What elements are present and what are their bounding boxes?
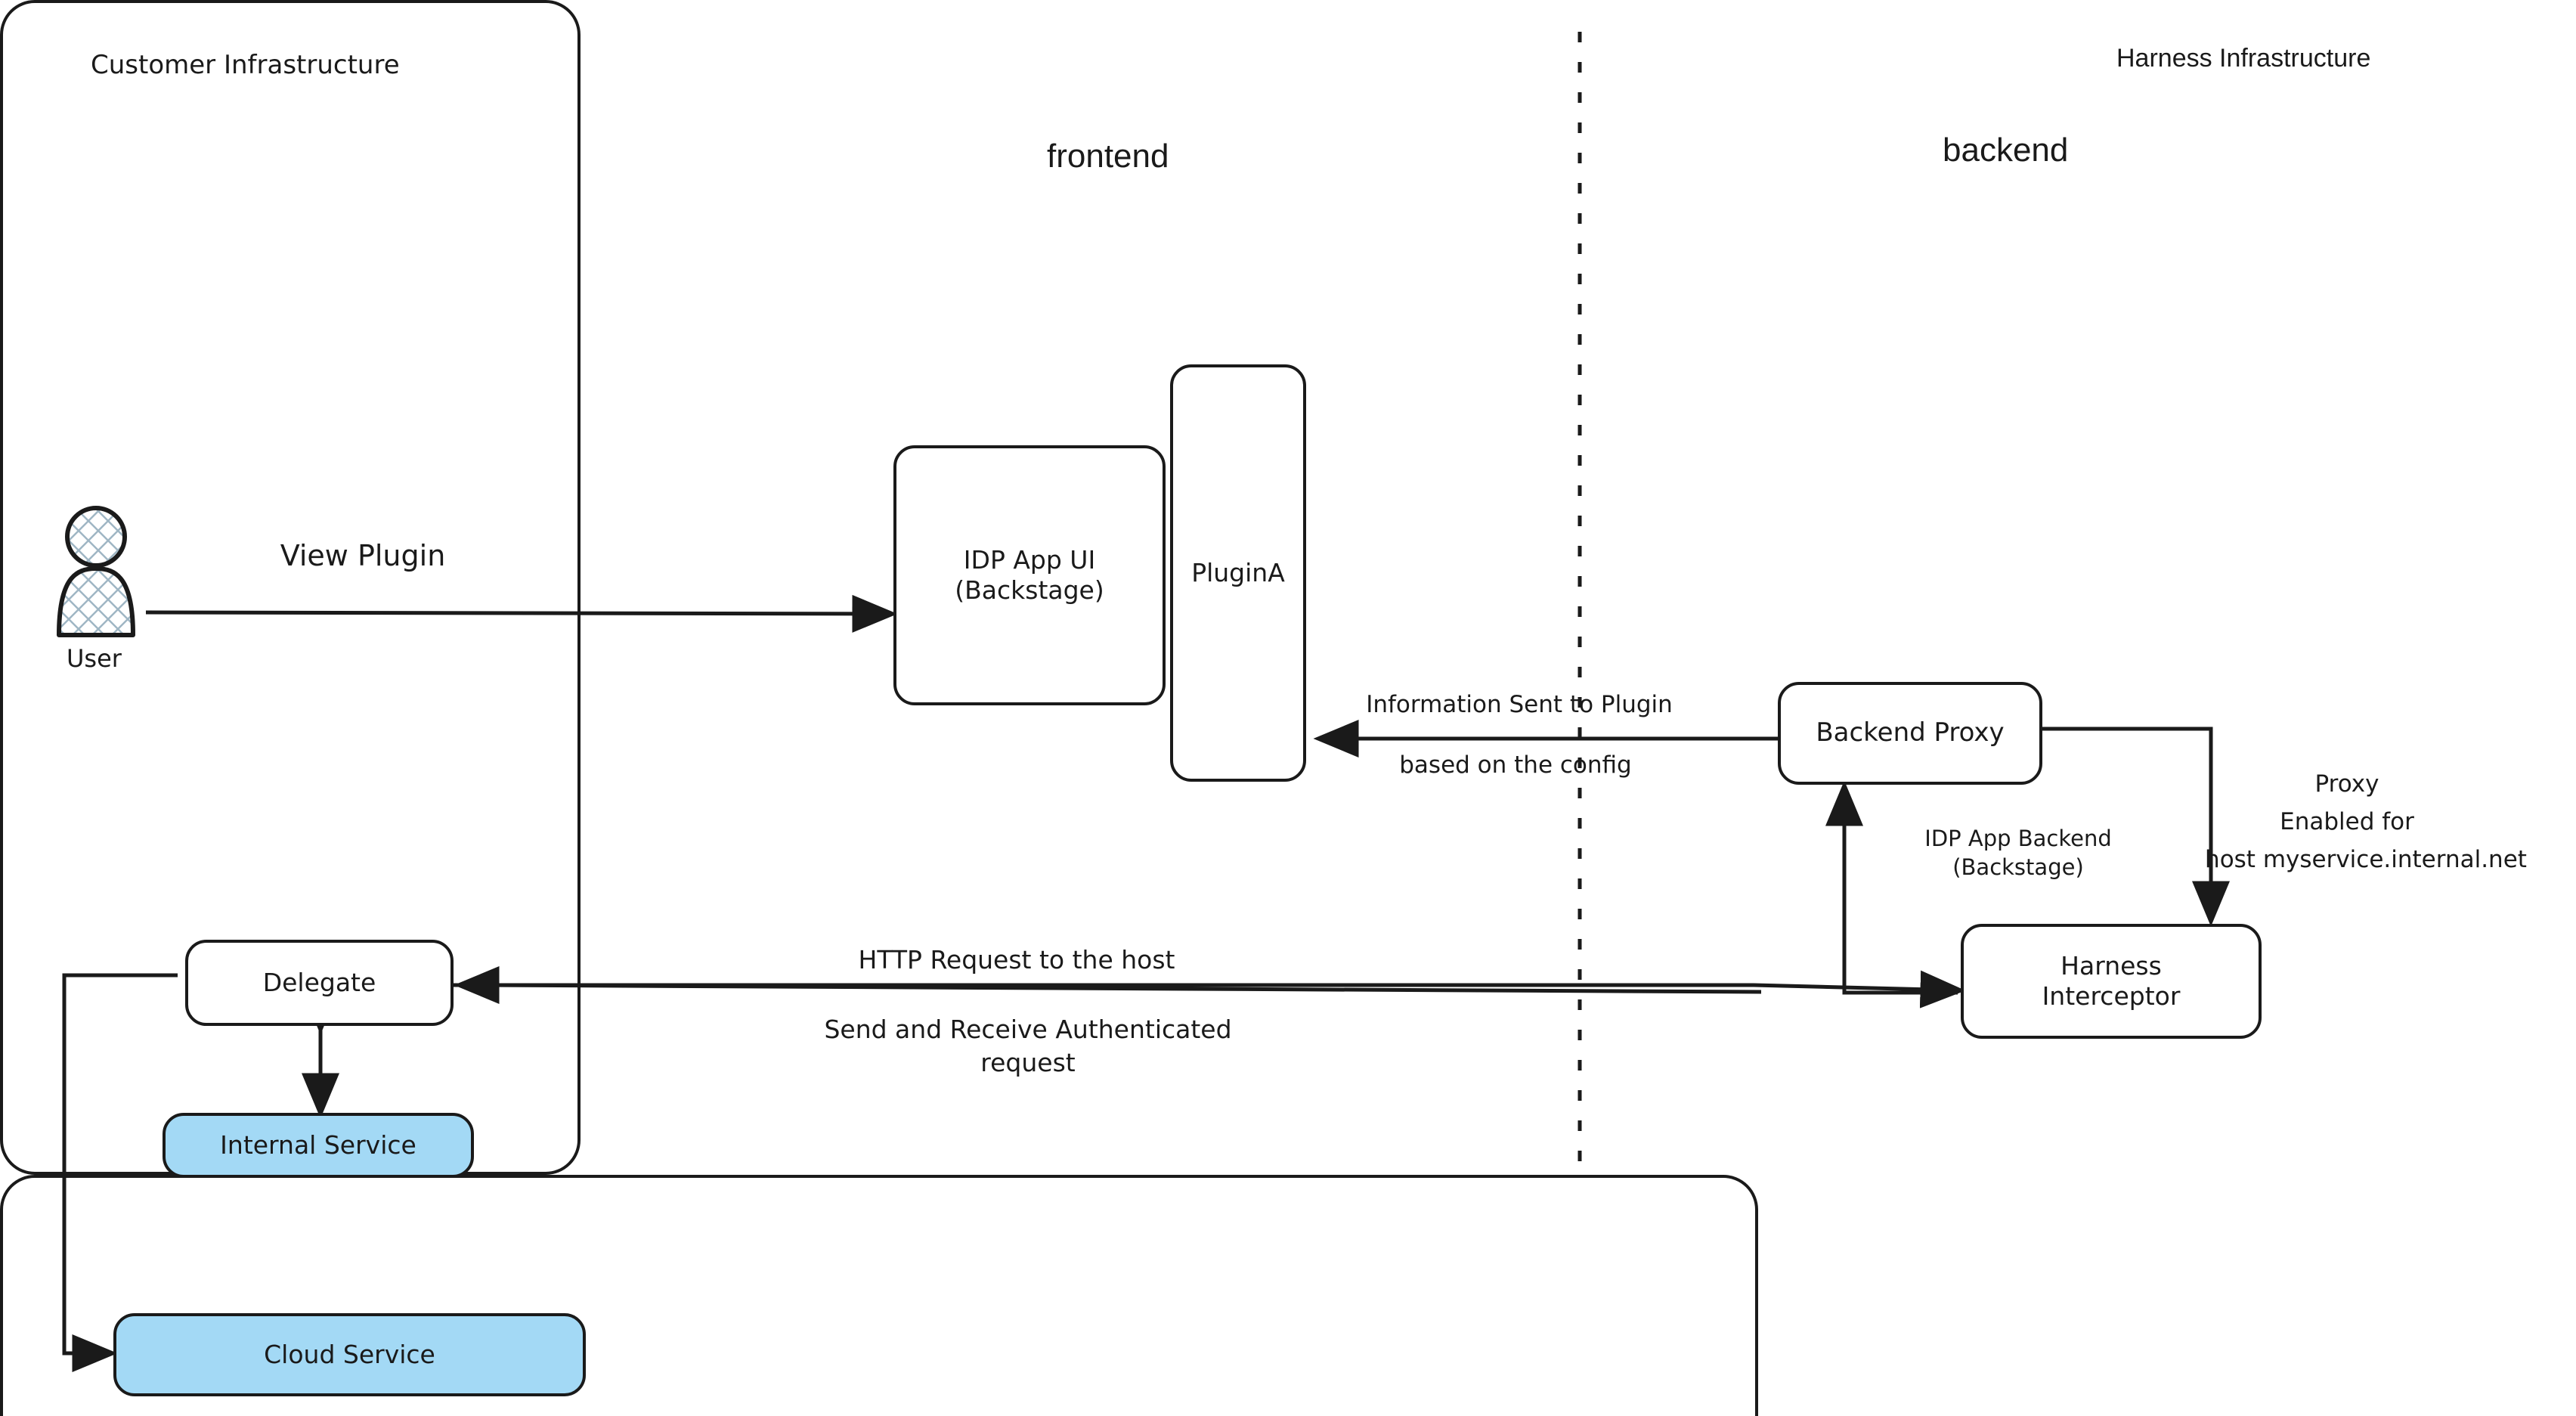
edge-label-view-plugin: View Plugin — [280, 539, 446, 572]
node-harness-interceptor[interactable]: Harness Interceptor — [1961, 924, 2262, 1039]
node-plugin-a[interactable]: PluginA — [1170, 364, 1306, 782]
node-cloud-service[interactable]: Cloud Service — [113, 1313, 586, 1396]
edge-label-proxy-enabled-line1: Proxy — [2314, 770, 2379, 798]
group-label-harness-infrastructure: Harness Infrastructure — [2116, 44, 2371, 73]
edge-label-information-sent: Information Sent to Plugin — [1366, 691, 1673, 718]
group-label-idp-app-backend: IDP App Backend (Backstage) — [1924, 826, 2112, 881]
edge-interceptor-to-delegate — [454, 966, 1762, 1004]
node-backend-proxy[interactable]: Backend Proxy — [1778, 682, 2042, 785]
edge-label-based-on-config: based on the config — [1399, 751, 1632, 779]
actor-label-user: User — [67, 644, 122, 673]
node-internal-service[interactable]: Internal Service — [163, 1113, 474, 1178]
group-label-customer-infrastructure: Customer Infrastructure — [91, 50, 400, 80]
edge-label-proxy-enabled-line2: Enabled for — [2280, 808, 2414, 835]
node-delegate[interactable]: Delegate — [185, 940, 454, 1026]
edge-delegate-to-interceptor — [454, 970, 1966, 1009]
node-idp-app-ui[interactable]: IDP App UI (Backstage) — [893, 445, 1166, 705]
edge-label-proxy-enabled-line3: host myservice.internal.net — [2205, 846, 2527, 873]
lane-label-frontend: frontend — [1047, 138, 1169, 175]
lane-label-backend: backend — [1943, 132, 2069, 169]
edge-interceptor-to-proxy — [1825, 780, 1958, 995]
edge-label-http-request: HTTP Request to the host — [858, 945, 1175, 974]
group-harness-infrastructure — [0, 1175, 1758, 1416]
edge-label-send-receive: Send and Receive Authenticated request — [824, 1015, 1232, 1077]
